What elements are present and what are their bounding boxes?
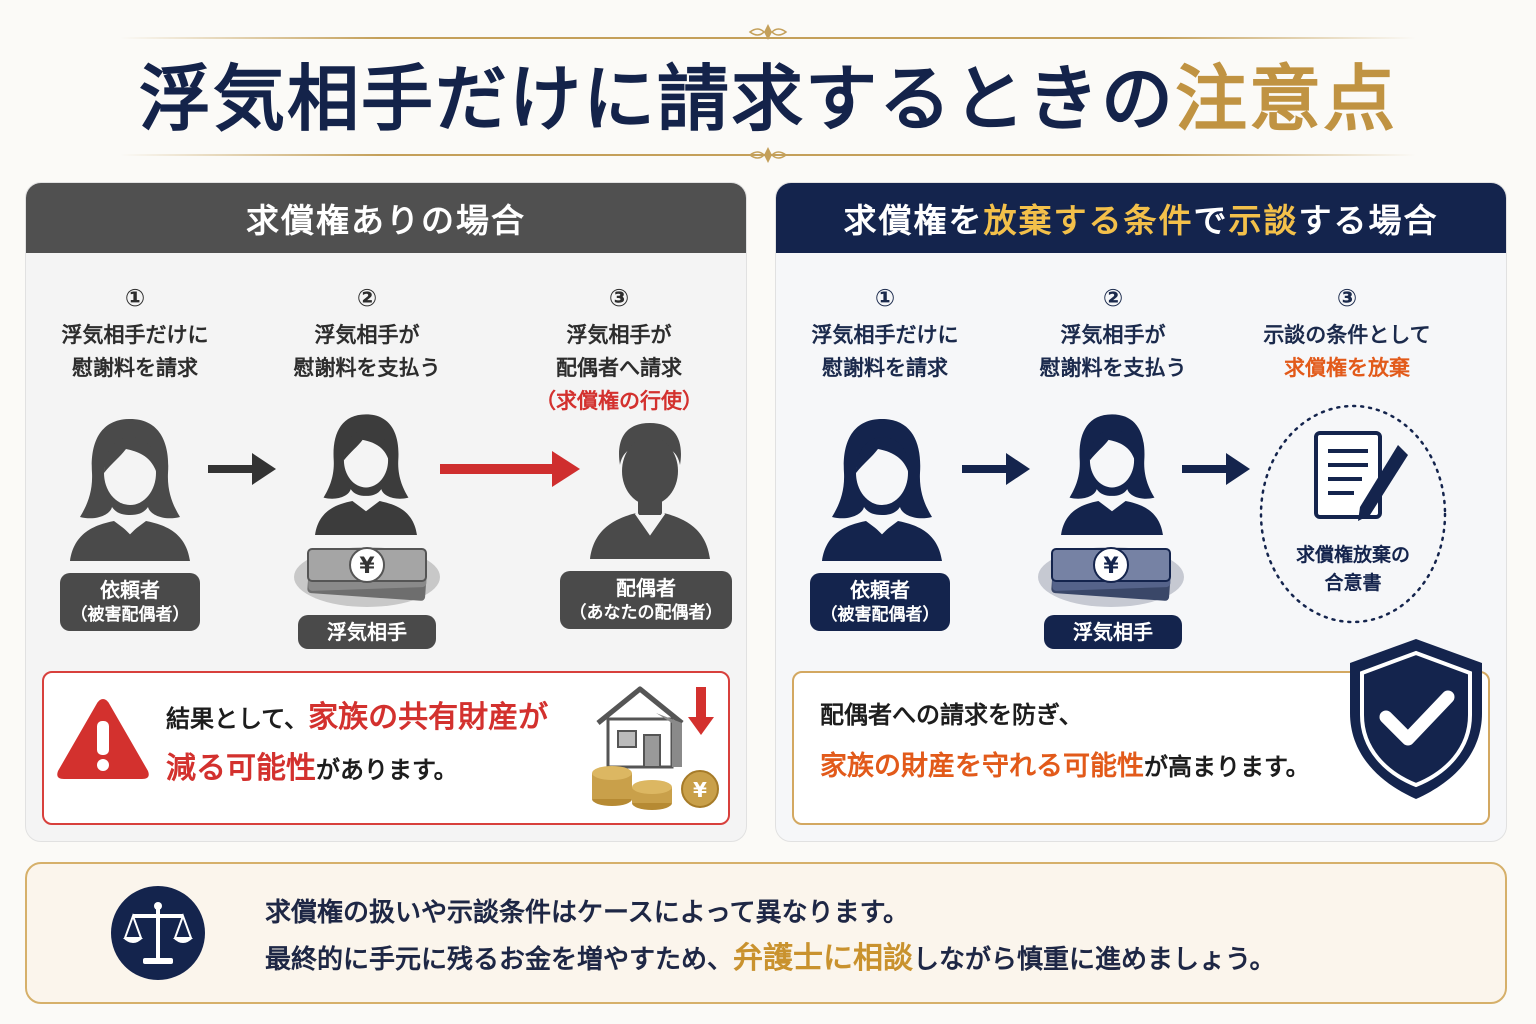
step-number: ②	[356, 284, 378, 312]
header-highlight: 示談	[1228, 201, 1299, 240]
step-2: ② 浮気相手が 慰謝料を支払う	[998, 279, 1228, 385]
result-highlight: 減る可能性	[166, 751, 316, 786]
document-caption: 求償権放棄の 合意書	[1295, 544, 1410, 594]
label-client: 依頼者 （被害配偶者）	[60, 573, 200, 631]
step-text: 浮気相手が	[314, 323, 420, 347]
money-stack-icon: ¥	[294, 547, 440, 607]
person-icon	[315, 414, 417, 535]
step-text: 慰謝料を請求	[72, 356, 198, 380]
ornament-icon	[748, 147, 788, 163]
document-pen-icon	[1259, 404, 1447, 624]
label-client: 依頼者 （被害配偶者）	[810, 573, 950, 631]
yen-symbol: ¥	[359, 554, 375, 579]
panel-header: 求償権ありの場合	[26, 183, 746, 253]
header-highlight: 放棄する条件	[983, 201, 1194, 240]
person-icon	[822, 419, 942, 561]
step-number: ③	[608, 284, 630, 312]
label-name: 依頼者	[850, 578, 910, 602]
panel-with-recourse: 求償権ありの場合 ① 浮気相手だけに 慰謝料を請求 ② 浮気相手が 慰謝料を支払…	[25, 182, 747, 842]
label-spouse: 配偶者 （あなたの配偶者）	[560, 571, 732, 629]
panel-header: 求償権を放棄する条件で示談する場合	[776, 183, 1506, 253]
note-line: 求償権の扱いや示談条件はケースによって異なります。	[265, 898, 910, 928]
step-text: 浮気相手が	[1060, 323, 1166, 347]
result-warning-box: 結果として、家族の共有財産が 減る可能性があります。	[42, 671, 730, 825]
step-text: 浮気相手だけに	[61, 323, 209, 347]
step-1: ① 浮気相手だけに 慰謝料を請求	[776, 279, 1000, 385]
step-3: ③ 示談の条件として 求償権を放棄	[1232, 279, 1462, 385]
note-highlight: 弁護士に相談	[733, 941, 914, 976]
label-sub: （被害配偶者）	[70, 605, 190, 625]
step-text-waiver: 求償権を放棄	[1284, 356, 1410, 380]
money-stack-icon: ¥	[1038, 547, 1184, 607]
step-text: 慰謝料を支払う	[1039, 356, 1187, 380]
arrow-down-icon	[688, 687, 714, 735]
arrow-right-red-icon	[440, 451, 580, 487]
coins-icon: ¥	[592, 766, 719, 810]
result-highlight: 家族の財産を守れる可能性	[820, 751, 1144, 782]
step-number: ②	[1102, 284, 1124, 312]
house-icon	[596, 686, 684, 769]
yen-symbol: ¥	[693, 778, 707, 802]
page-title: 浮気相手だけに請求するときの注意点	[138, 56, 1398, 141]
note-text: 求償権の扱いや示談条件はケースによって異なります。 最終的に手元に残るお金を増や…	[265, 890, 1275, 983]
label-name: 浮気相手	[327, 620, 407, 644]
label-name: 浮気相手	[1073, 620, 1153, 644]
label-sub: （被害配偶者）	[820, 605, 940, 625]
step-text: 慰謝料を請求	[822, 356, 948, 380]
arrow-right-icon	[962, 453, 1030, 485]
step-text: 慰謝料を支払う	[293, 356, 441, 380]
label-affair-partner: 浮気相手	[1044, 615, 1182, 649]
panel-waiver-settlement: 求償権を放棄する条件で示談する場合 ① 浮気相手だけに 慰謝料を請求 ② 浮気相…	[775, 182, 1507, 842]
advice-note: 求償権の扱いや示談条件はケースによって異なります。 最終的に手元に残るお金を増や…	[25, 862, 1507, 1004]
shield-check-icon	[1350, 639, 1482, 799]
result-text: 配偶者への請求を防ぎ、 家族の財産を守れる可能性が高まります。	[820, 701, 1310, 782]
step-text: 浮気相手が	[566, 323, 672, 347]
scales-icon	[111, 886, 205, 980]
ornament-icon	[748, 24, 788, 40]
step-text-recourse: （求償権の行使）	[535, 389, 703, 413]
yen-symbol: ¥	[1103, 554, 1119, 579]
title-area: 浮気相手だけに請求するときの注意点	[0, 0, 1536, 170]
step-number: ①	[124, 284, 146, 312]
person-icon	[1061, 414, 1163, 535]
step-text: 浮気相手だけに	[811, 323, 959, 347]
arrow-right-icon	[1182, 453, 1250, 485]
warning-icon	[57, 699, 149, 779]
step-text: 配偶者へ請求	[556, 356, 682, 380]
result-text: 結果として、家族の共有財産が 減る可能性があります。	[166, 700, 549, 786]
result-highlight: 家族の共有財産が	[308, 700, 549, 735]
step-text: 示談の条件として	[1263, 323, 1431, 347]
step-2: ② 浮気相手が 慰謝料を支払う	[252, 279, 482, 385]
person-icon	[70, 419, 190, 561]
step-number: ①	[874, 284, 896, 312]
title-highlight: 注意点	[1175, 56, 1398, 141]
arrow-right-icon	[208, 453, 276, 485]
label-sub: （あなたの配偶者）	[569, 603, 723, 623]
label-affair-partner: 浮気相手	[298, 615, 436, 649]
label-name: 依頼者	[100, 578, 160, 602]
person-icon	[590, 423, 710, 559]
note-line: 最終的に手元に残るお金を増やすため、弁護士に相談しながら慎重に進めましょう。	[265, 941, 1276, 976]
step-3: ③ 浮気相手が 配偶者へ請求 （求償権の行使）	[504, 279, 734, 418]
step-1: ① 浮気相手だけに 慰謝料を請求	[26, 279, 250, 385]
house-coins-icon: ¥	[592, 686, 719, 810]
label-name: 配偶者	[616, 576, 676, 600]
step-number: ③	[1336, 284, 1358, 312]
